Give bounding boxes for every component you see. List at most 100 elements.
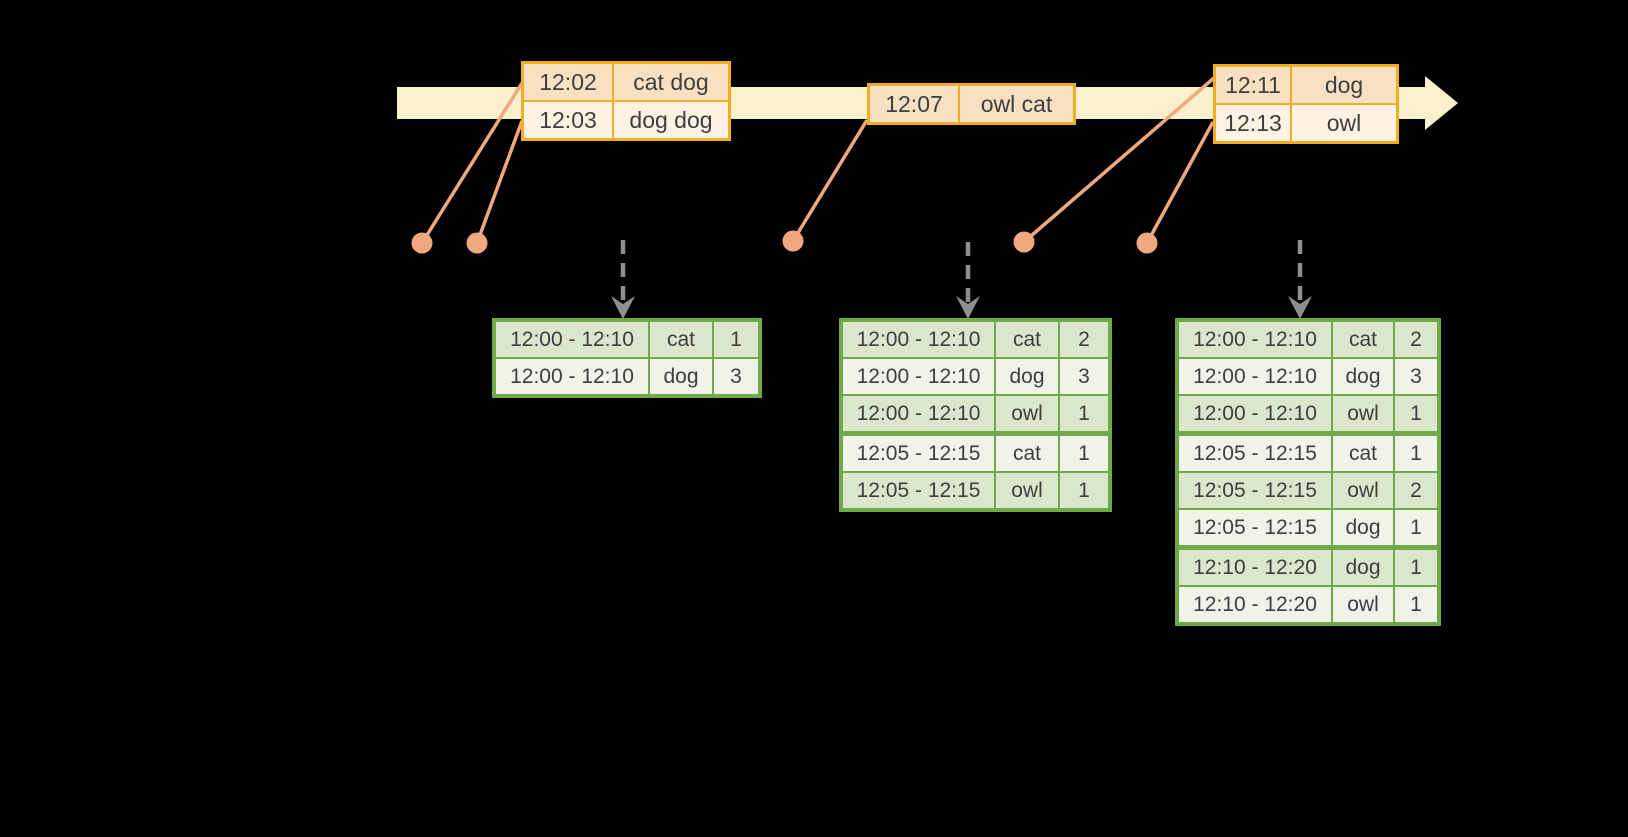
event-time-cell: 12:11 [1213,64,1292,105]
event-dot [466,232,488,254]
event-time-cell: 12:07 [867,83,960,125]
event-time-cell: 12:02 [521,61,614,102]
event-time-cell: 12:03 [521,100,614,141]
arrowhead-icon [956,296,980,319]
word-cell: dog [1331,508,1395,549]
window-cell: 12:00 - 12:10 [840,357,996,396]
window-cell: 12:05 - 12:15 [1176,508,1333,549]
count-cell: 1 [1393,508,1440,549]
window-cell: 12:00 - 12:10 [1176,357,1333,396]
window-cell: 12:00 - 12:10 [493,319,650,359]
window-cell: 12:00 - 12:10 [1176,394,1333,435]
word-cell: cat [994,431,1060,473]
count-cell: 1 [1058,431,1111,473]
count-cell: 2 [1393,319,1440,359]
event-words-cell: owl [1290,103,1399,144]
arrowhead-icon [611,296,635,319]
event-time-cell: 12:13 [1213,103,1292,144]
arrowhead-icon [1288,296,1312,319]
window-cell: 12:05 - 12:15 [1176,471,1333,510]
event-words-cell: owl cat [958,83,1076,125]
count-cell: 3 [712,357,761,397]
word-cell: dog [648,357,714,397]
window-cell: 12:10 - 12:20 [1176,585,1333,625]
window-cell: 12:10 - 12:20 [1176,545,1333,587]
word-cell: dog [1331,357,1395,396]
event-dot [782,230,804,252]
window-cell: 12:00 - 12:10 [1176,319,1333,359]
dashed-arrow [1288,240,1312,319]
word-cell: owl [1331,471,1395,510]
timeline-arrowhead-icon [1425,76,1458,130]
window-cell: 12:05 - 12:15 [840,431,996,473]
count-cell: 1 [1058,471,1111,511]
count-cell: 1 [1393,545,1440,587]
count-cell: 1 [712,319,761,359]
count-cell: 2 [1393,471,1440,510]
dashed-arrow [956,242,980,319]
word-cell: owl [994,394,1060,435]
word-cell: owl [1331,585,1395,625]
word-cell: cat [994,319,1060,359]
word-cell: dog [994,357,1060,396]
leader-line [475,120,524,244]
count-cell: 3 [1393,357,1440,396]
word-cell: cat [1331,431,1395,473]
window-cell: 12:05 - 12:15 [840,471,996,511]
leader-line [1145,121,1215,244]
word-cell: cat [1331,319,1395,359]
event-dot [411,232,433,254]
count-cell: 1 [1393,394,1440,435]
event-words-cell: dog dog [612,100,731,141]
event-dot [1013,231,1035,253]
count-cell: 1 [1058,394,1111,435]
event-words-cell: dog [1290,64,1399,105]
count-cell: 3 [1058,357,1111,396]
count-cell: 2 [1058,319,1111,359]
window-cell: 12:00 - 12:10 [493,357,650,397]
word-cell: owl [1331,394,1395,435]
word-cell: owl [994,471,1060,511]
dashed-arrow [611,240,635,319]
event-words-cell: cat dog [612,61,731,102]
event-dot [1136,232,1158,254]
count-cell: 1 [1393,585,1440,625]
count-cell: 1 [1393,431,1440,473]
window-cell: 12:00 - 12:10 [840,319,996,359]
window-cell: 12:05 - 12:15 [1176,431,1333,473]
leader-line [791,119,869,242]
